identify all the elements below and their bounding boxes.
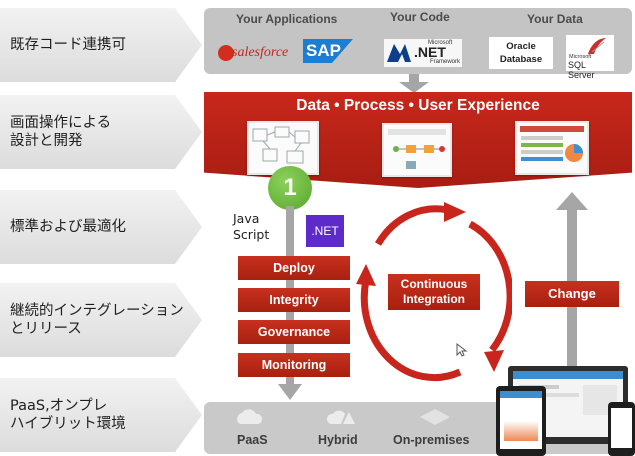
row-label: 継続的インテグレーション とリリース	[10, 303, 184, 337]
down-arrow-icon	[278, 384, 302, 400]
net-label: .NET	[414, 44, 446, 60]
sql-server-logo: Microsoft SQL Server	[566, 35, 614, 80]
app-content-line	[519, 393, 579, 397]
oracle-label: Oracle	[506, 41, 536, 52]
sql-server-icon	[588, 38, 606, 54]
row-label-chevron: 画面操作による 設計と開発	[0, 95, 202, 169]
row-label-chevron: 標準および最適化	[0, 190, 202, 264]
row-label-chevron: 既存コード連携可	[0, 8, 202, 82]
ci-label: Continuous Integration	[388, 274, 480, 310]
cloud-icon	[237, 409, 262, 424]
net-framework-logo: Microsoft .NET Framework	[384, 39, 462, 67]
cloud-icon	[218, 45, 234, 61]
row-label-chevron: PaaS,オンプレ ハイブリット環境	[0, 378, 202, 452]
app-header-bar	[513, 371, 623, 379]
dotnet-badge: .NET	[306, 215, 344, 247]
down-arrow-icon	[399, 74, 429, 93]
process-flow-thumbnail	[388, 129, 446, 169]
sql-server-label: SQL Server	[568, 60, 595, 80]
hybrid-label: Hybrid	[318, 433, 358, 447]
deploy-step: Deploy	[238, 256, 350, 280]
framework-label: Framework	[430, 59, 461, 65]
up-arrow-icon	[556, 192, 588, 210]
red-band-title: Data • Process • User Experience	[296, 97, 540, 114]
oracle-database-logo: Oracle Database	[489, 37, 553, 69]
cursor-icon	[456, 343, 468, 357]
row-label: 既存コード連携可	[10, 37, 126, 53]
apps-heading: Your Applications	[236, 12, 338, 26]
screen-thumbnail	[382, 123, 452, 177]
dashboard-thumbnail	[520, 126, 584, 162]
code-heading: Your Code	[390, 10, 450, 24]
row-label-chevron: 継続的インテグレーション とリリース	[0, 283, 202, 357]
phone-device	[608, 402, 635, 456]
ci-cycle-arrows	[356, 202, 512, 382]
database-label: Database	[499, 54, 543, 65]
server-icon	[420, 409, 450, 425]
app-header-bar	[500, 391, 542, 398]
sap-logo: SAP	[303, 39, 353, 63]
on-premises-label: On-premises	[393, 433, 470, 447]
governance-step: Governance	[238, 320, 350, 344]
integrity-step: Integrity	[238, 288, 350, 312]
java-script-label: Java Script	[233, 211, 270, 242]
monitoring-step: Monitoring	[238, 353, 350, 377]
paas-label: PaaS	[237, 433, 268, 447]
data-heading: Your Data	[527, 12, 583, 26]
step-number-badge: 1	[268, 166, 312, 210]
entity-diagram-thumbnail	[252, 126, 310, 164]
tablet-chart	[504, 421, 538, 441]
salesforce-logo: salesforce	[218, 43, 296, 63]
salesforce-wordmark: salesforce	[232, 45, 289, 60]
row-label: 画面操作による 設計と開発	[10, 115, 112, 149]
sql-microsoft-label: Microsoft	[569, 54, 592, 60]
devices-illustration	[496, 366, 635, 456]
screen-thumbnail	[515, 121, 589, 175]
row-label: PaaS,オンプレ ハイブリット環境	[10, 398, 126, 432]
net-wave-icon	[387, 44, 411, 62]
phone-display	[611, 408, 632, 448]
hybrid-cloud-icon	[327, 410, 355, 424]
tablet-device	[496, 386, 546, 456]
tablet-display	[500, 391, 542, 449]
change-label: Change	[525, 281, 619, 307]
microsoft-small-label: Microsoft	[428, 40, 453, 46]
row-label: 標準および最適化	[10, 219, 126, 235]
